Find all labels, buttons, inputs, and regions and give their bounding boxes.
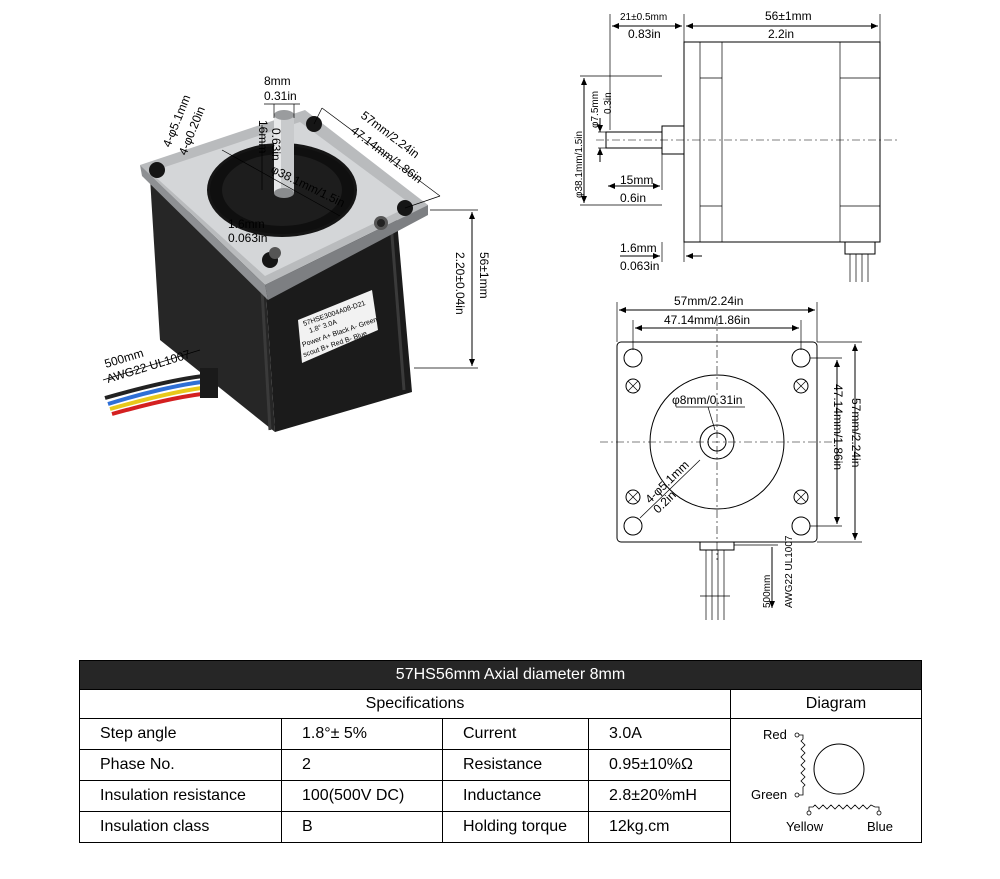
front-pitch: 47.14mm/1.86in xyxy=(664,313,750,327)
row-value: B xyxy=(281,811,443,843)
table-row: Insulation resistance 100(500V DC) Induc… xyxy=(79,780,922,812)
side-flat-len-in: 0.6in xyxy=(620,191,646,205)
row-value: 100(500V DC) xyxy=(281,780,443,812)
wire-red: Red xyxy=(763,727,787,742)
wire-yellow: Yellow xyxy=(786,819,824,834)
row-key: Insulation class xyxy=(79,811,282,843)
row-key: Insulation resistance xyxy=(79,780,282,812)
row-key: Holding torque xyxy=(442,811,589,843)
row-key: Resistance xyxy=(442,749,589,781)
table-row: Phase No. 2 Resistance 0.95±10%Ω xyxy=(79,749,922,781)
side-front-len: 21±0.5mm xyxy=(620,12,667,23)
front-view-drawing: 500mm AWG22 UL1007 57mm/2.24in 47.14mm/1… xyxy=(600,294,863,620)
table-row: Step angle 1.8°± 5% Current 3.0A Red Gre… xyxy=(79,718,923,843)
diagram-header: Diagram xyxy=(729,689,923,719)
photo-boss-height-in: 0.063in xyxy=(228,231,267,245)
side-boss-height-in: 0.063in xyxy=(620,259,659,273)
row-value: 2 xyxy=(281,749,443,781)
row-value: 3.0A xyxy=(588,718,731,750)
row-value: 12kg.cm xyxy=(588,811,731,843)
photo-boss-height: 1.6mm xyxy=(228,217,265,231)
side-view-drawing: 21±0.5mm 0.83in 56±1mm 2.2in φ38.1mm/1.5… xyxy=(574,9,900,282)
side-boss-height: 1.6mm xyxy=(620,241,657,255)
table-title: 57HS56mm Axial diameter 8mm xyxy=(78,660,923,690)
row-value: 2.8±20%mH xyxy=(588,780,731,812)
row-value: 1.8°± 5% xyxy=(281,718,443,750)
photo-body-len: 56±1mm xyxy=(477,252,491,299)
front-pitch-v: 47.14mm/1.86in xyxy=(831,384,845,470)
spec-table: 57HS56mm Axial diameter 8mm Specificatio… xyxy=(78,660,923,843)
row-key: Current xyxy=(442,718,589,750)
wiring-diagram: Red Green Yellow Blue xyxy=(751,727,893,834)
wiring-diagram-cell: Red Green Yellow Blue xyxy=(729,718,923,843)
front-lead-len: 500mm xyxy=(762,575,773,608)
side-shaft-dia-in: 0.3in xyxy=(603,92,614,114)
photo-shaft-in: 0.31in xyxy=(264,89,297,103)
technical-drawings: 57HSE3004A08-D21 1.8° 3.0A Power A+ Blac… xyxy=(103,9,900,620)
front-lead-spec: AWG22 UL1007 xyxy=(784,535,795,608)
row-key: Step angle xyxy=(79,718,282,750)
row-key: Phase No. xyxy=(79,749,282,781)
wire-green: Green xyxy=(751,787,787,802)
side-shaft-dia: φ7.5mm xyxy=(590,91,601,128)
side-boss-dia: φ38.1mm/1.5in xyxy=(574,131,585,198)
photo-boss-len: 16mm xyxy=(256,120,270,153)
side-flat-len: 15mm xyxy=(620,173,653,187)
spec-header: Specifications xyxy=(79,689,731,719)
side-body-len: 56±1mm xyxy=(765,9,812,23)
side-front-len-in: 0.83in xyxy=(628,27,661,41)
photo-body-len-in: 2.20±0.04in xyxy=(453,252,467,315)
wire-blue: Blue xyxy=(867,819,893,834)
row-key: Inductance xyxy=(442,780,589,812)
front-shaft: φ8mm/0.31in xyxy=(672,393,742,407)
front-width: 57mm/2.24in xyxy=(674,294,743,308)
table-row: Insulation class B Holding torque 12kg.c… xyxy=(79,811,922,843)
front-height: 57mm/2.24in xyxy=(849,398,863,467)
row-value: 0.95±10%Ω xyxy=(588,749,731,781)
side-body-len-in: 2.2in xyxy=(768,27,794,41)
photo-shaft-mm: 8mm xyxy=(264,74,291,88)
photo-boss-len-in: 0.63in xyxy=(269,128,283,161)
motor-photo: 57HSE3004A08-D21 1.8° 3.0A Power A+ Blac… xyxy=(103,74,491,432)
